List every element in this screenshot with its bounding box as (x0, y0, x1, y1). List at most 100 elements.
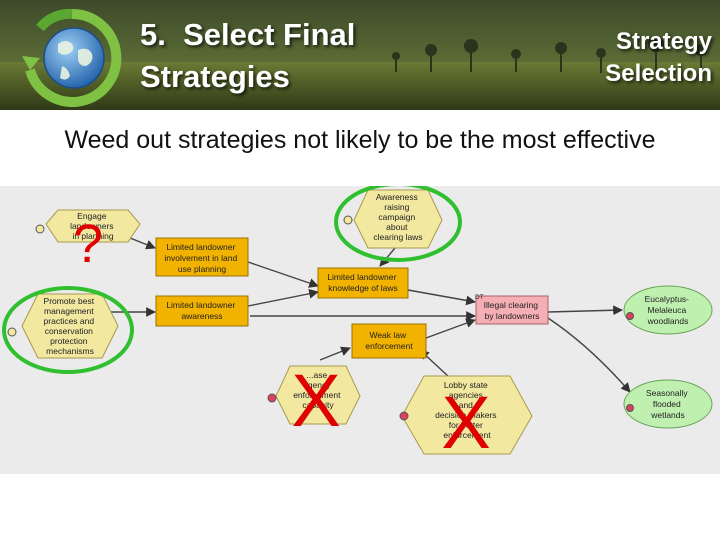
strategy-lobby-line-5: for better (449, 420, 483, 430)
rejected-lobby-x-mark: X (441, 381, 490, 464)
strategy-agency-shape (275, 365, 361, 425)
strategy-lobby-line-2: agencies (449, 390, 483, 400)
threat-box (475, 295, 549, 325)
strategy-promote-line-6: mechanisms (46, 346, 94, 356)
strategy-awareness-line-2: raising (384, 202, 409, 212)
strategy-lobby-line-6: enforcement (443, 430, 491, 440)
target-eucalyptus-line-2: Melaleuca (647, 305, 686, 315)
factor-involvement-line-3: use planning (178, 264, 226, 274)
target-eucalyptus-woodlands: Eucalyptus- Melaleuca woodlands (623, 285, 713, 335)
strategy-agency-connector-icon (267, 393, 277, 403)
strategy-awareness-line-5: clearing laws (373, 232, 422, 242)
strategy-engage-connector-icon (35, 224, 45, 234)
factor-limited-awareness: Limited landowner awareness (155, 295, 249, 327)
title-line-2: Strategies (140, 59, 290, 94)
strategy-lobby-connector-icon (399, 411, 409, 421)
landscape-background (0, 0, 720, 110)
factor-weak-law-enforcement: Weak law enforcement (351, 323, 427, 359)
svg-text:...ase agency: ...ase agency enforcement capacity (293, 370, 343, 410)
slide-subtitle: Weed out strategies not likely to be the… (64, 126, 656, 154)
globe-recycle-icon (22, 8, 122, 107)
threat-code: DT (475, 294, 484, 301)
strategy-lobby-line-3: and (459, 400, 473, 410)
strategy-agency-line-2: agency (303, 380, 331, 390)
svg-text:Eucalyptus- Melaleuca: Eucalyptus- Melaleuca woodlands (645, 294, 692, 326)
factor-limited-knowledge: Limited landowner knowledge of laws (317, 267, 409, 299)
strategy-promote-connector-icon (7, 327, 17, 337)
svg-text:Weak law enforcement: Weak law enforcement (365, 330, 413, 351)
svg-text:Engage landowners: Engage landowners in planning (70, 211, 116, 241)
factor-weak-law-box (351, 323, 427, 359)
target-wetlands-line-2: flooded (653, 399, 681, 409)
factor-knowledge-box (317, 267, 409, 299)
strategy-lobby-agencies: Lobby state agencies and decision makers… (399, 375, 533, 455)
strategy-promote-line-5: protection (50, 336, 88, 346)
strategy-agency-line-3: enforcement (293, 390, 341, 400)
svg-text:Limited landowner invo: Limited landowner involvement in land us… (164, 242, 239, 274)
target-eucalyptus-line-1: Eucalyptus- (645, 294, 690, 304)
target-eucalyptus-shape (623, 285, 713, 335)
strategy-promote-line-2: management (44, 306, 94, 316)
target-wetlands-connector-icon (626, 404, 634, 412)
threat-line-1: Illegal clearing (484, 300, 539, 310)
conceptual-model-diagram: Engage landowners in planning Awareness … (0, 186, 720, 474)
strategy-promote-line-4: conservation (45, 326, 93, 336)
svg-text:Lobby state agencies: Lobby state agencies and decision makers… (435, 380, 499, 440)
section-line-2: Selection (605, 60, 712, 87)
target-wetlands-line-1: Seasonally (646, 388, 688, 398)
factor-weak-law-line-1: Weak law (369, 330, 407, 340)
factor-weak-law-line-2: enforcement (365, 341, 413, 351)
strategy-promote-best-practices: Promote best management practices and co… (7, 293, 119, 359)
strategy-awareness-line-1: Awareness (376, 192, 418, 202)
uncertain-question-mark: ? (73, 214, 103, 274)
strategy-agency-line-4: capacity (302, 400, 334, 410)
threat-illegal-clearing: DT Illegal clearing by landowners (475, 294, 549, 325)
selected-awareness-circle (334, 186, 462, 262)
factor-limited-involvement: Limited landowner involvement in land us… (155, 237, 249, 277)
svg-text:Awareness raising: Awareness raising campaign about clearin… (373, 192, 422, 242)
target-wetlands-line-3: wetlands (650, 410, 685, 420)
diagram-canvas: Engage landowners in planning Awareness … (2, 186, 713, 464)
strategy-engage-line-3: in planning (72, 231, 113, 241)
svg-text:Illegal clearing by la: Illegal clearing by landowners (484, 300, 541, 321)
strategy-awareness-line-4: about (386, 222, 408, 232)
factor-awareness-box (155, 295, 249, 327)
strategy-engage-line-1: Engage (77, 211, 107, 221)
section-line-1: Strategy (615, 28, 712, 55)
rejected-agency-x-mark: X (291, 359, 340, 442)
target-eucalyptus-connector-icon (626, 312, 634, 320)
strategy-engage-shape (45, 209, 141, 243)
svg-text:Limited landowner awar: Limited landowner awareness (166, 300, 237, 321)
svg-text:Seasonally flooded: Seasonally flooded wetlands (646, 388, 690, 420)
strategy-awareness-connector-icon (343, 215, 353, 225)
title-line-1: 5. Select Final (140, 17, 356, 52)
strategy-engage-line-2: landowners (70, 221, 113, 231)
strategy-engage-landowners: Engage landowners in planning (35, 209, 141, 243)
factor-knowledge-line-1: Limited landowner (327, 272, 396, 282)
strategy-lobby-line-4: decision makers (435, 410, 496, 420)
strategy-lobby-shape (401, 375, 533, 455)
strategy-lobby-line-1: Lobby state (444, 380, 488, 390)
svg-text:Limited landowner know: Limited landowner knowledge of laws (327, 272, 398, 293)
factor-involvement-box (155, 237, 249, 277)
strategy-promote-line-1: Promote best (44, 296, 95, 306)
strategy-awareness-campaign: Awareness raising campaign about clearin… (343, 189, 443, 249)
factor-involvement-line-2: involvement in land (164, 253, 237, 263)
selected-promote-circle (2, 286, 134, 374)
strategy-agency-enforcement-capacity: ...ase agency enforcement capacity (267, 365, 361, 425)
strategy-agency-line-1: ...ase (306, 370, 327, 380)
factor-awareness-line-2: awareness (181, 311, 222, 321)
section-label: Strategy Selection (512, 26, 712, 90)
factor-awareness-line-1: Limited landowner (166, 300, 235, 310)
factor-knowledge-line-2: knowledge of laws (328, 283, 397, 293)
strategy-promote-line-3: practices and (44, 316, 95, 326)
factor-involvement-line-1: Limited landowner (166, 242, 235, 252)
strategy-awareness-line-3: campaign (378, 212, 415, 222)
target-wetlands-shape (623, 379, 713, 429)
svg-text:Promote best managemen: Promote best management practices and co… (44, 296, 97, 356)
target-eucalyptus-line-3: woodlands (647, 316, 689, 326)
threat-line-2: by landowners (485, 311, 540, 321)
target-seasonally-flooded-wetlands: Seasonally flooded wetlands (623, 379, 713, 429)
